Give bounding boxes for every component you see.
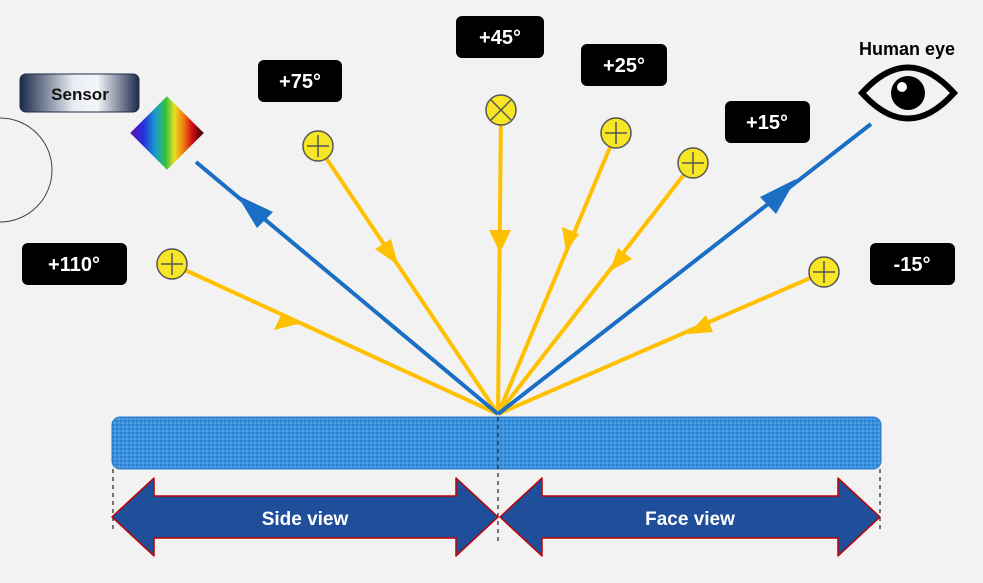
svg-text:+25°: +25° xyxy=(603,55,645,77)
dashed-guides xyxy=(112,417,881,545)
sensor-arc xyxy=(0,117,53,223)
angle-label-75: +75° xyxy=(258,60,342,102)
light-source-icon-15 xyxy=(677,147,709,179)
angle-label-25: +25° xyxy=(581,44,667,86)
arrowhead-eye xyxy=(760,179,796,214)
sensor-label: Sensor xyxy=(51,85,109,104)
human-eye-label: Human eye xyxy=(859,39,955,59)
angle-label-minus15: -15° xyxy=(870,243,955,285)
viewing-arrowheads xyxy=(237,179,796,228)
light-source-icon-45 xyxy=(485,94,517,126)
illumination-rays xyxy=(171,109,825,416)
arrowhead-sensor xyxy=(237,195,273,228)
ray-15 xyxy=(496,161,695,416)
svg-text:+15°: +15° xyxy=(746,112,788,134)
eye-icon xyxy=(857,64,959,122)
svg-text:+45°: +45° xyxy=(479,27,521,49)
svg-text:+75°: +75° xyxy=(279,71,321,93)
arrowhead-minus15 xyxy=(688,315,713,334)
light-source-icon-75 xyxy=(302,130,334,162)
light-source-icon-25 xyxy=(600,117,632,149)
sensor-label-box: Sensor xyxy=(19,73,140,113)
angle-label-45: +45° xyxy=(456,16,544,58)
arrowhead-75 xyxy=(375,239,398,265)
arrowhead-110 xyxy=(274,313,302,330)
face-view-arrow xyxy=(499,477,881,557)
light-sources xyxy=(156,94,840,288)
side-view-arrow xyxy=(111,477,499,557)
svg-text:+110°: +110° xyxy=(48,254,100,276)
ray-minus15 xyxy=(497,270,825,416)
angle-label-15: +15° xyxy=(725,101,810,143)
arrowhead-25 xyxy=(562,227,579,252)
ray-45 xyxy=(496,109,503,415)
sample-panel xyxy=(111,416,882,470)
illumination-arrowheads xyxy=(274,227,713,334)
angle-label-110: +110° xyxy=(22,243,127,285)
viewing-ray-eye xyxy=(496,122,873,416)
ray-75 xyxy=(316,144,500,416)
ray-25 xyxy=(496,132,618,415)
face-view-label: Face view xyxy=(645,509,735,530)
svg-text:-15°: -15° xyxy=(894,254,931,276)
arrowhead-45 xyxy=(489,230,511,253)
ray-110 xyxy=(171,262,499,416)
light-source-icon-minus15 xyxy=(808,256,840,288)
light-source-icon-110 xyxy=(156,248,188,280)
side-view-label: Side view xyxy=(262,509,349,530)
arrowhead-15 xyxy=(610,248,632,271)
sensor-spectrum-icon xyxy=(130,96,204,170)
